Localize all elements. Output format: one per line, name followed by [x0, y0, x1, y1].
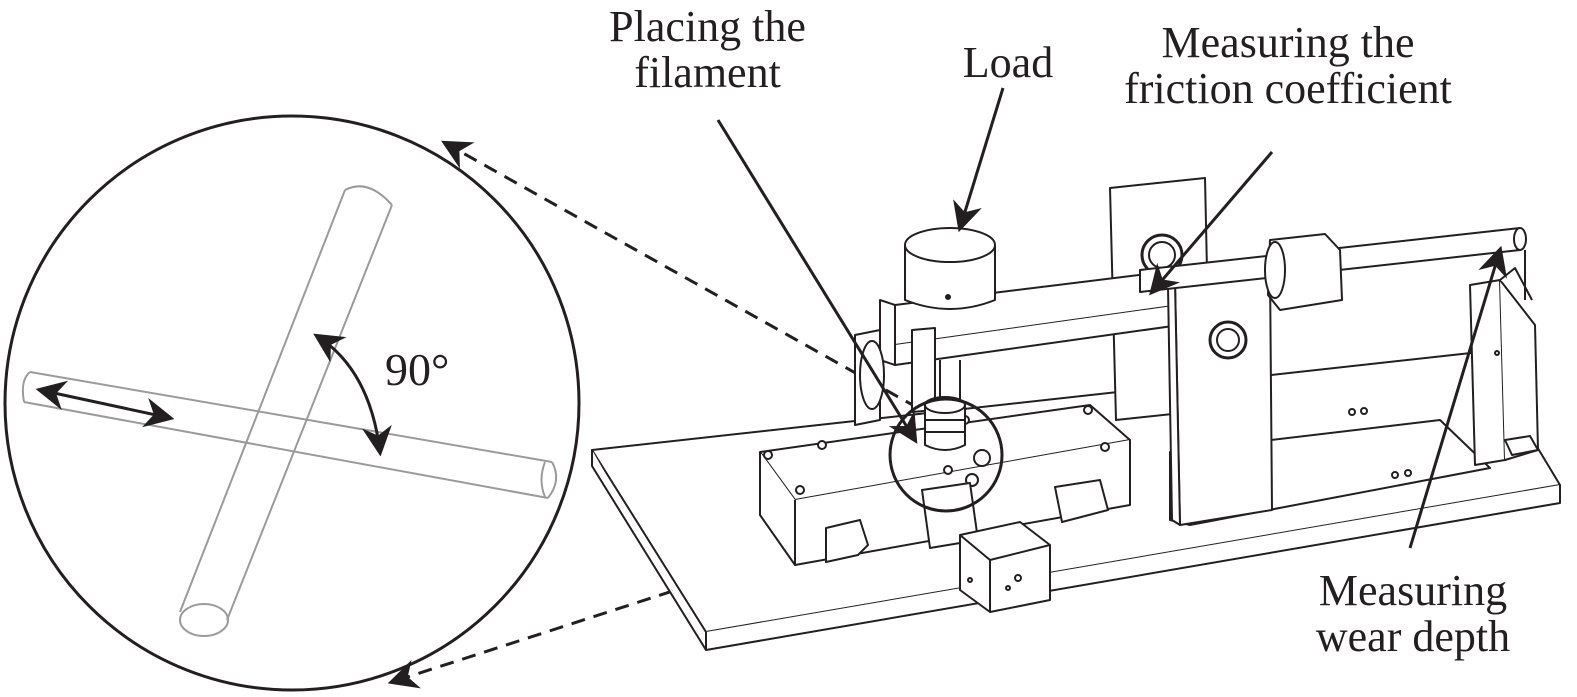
placing-filament-arrow — [716, 119, 918, 444]
load-arrow — [953, 87, 1005, 233]
slider-block — [959, 521, 1051, 613]
label-load: Load — [948, 40, 1068, 86]
test-rig — [591, 177, 1561, 651]
label-line: friction coefficient — [1124, 64, 1452, 113]
label-line: filament — [634, 48, 781, 97]
clamp-right — [1054, 479, 1109, 523]
label-line: Load — [962, 38, 1054, 87]
reciprocating-motion-arrow — [35, 380, 175, 428]
label-line: Measuring the — [1161, 18, 1415, 67]
label-measuring-friction: Measuring the friction coefficient — [1078, 20, 1498, 112]
contact-zone-circle — [888, 397, 1004, 513]
label-line: Placing the — [609, 2, 806, 51]
load-weight — [904, 245, 996, 310]
friction-arrow — [1149, 151, 1274, 296]
shaft-collar — [1267, 233, 1343, 311]
label-placing-filament: Placing the filament — [580, 4, 835, 96]
fixed-filament — [179, 185, 393, 637]
angle-arc-arrow — [313, 333, 392, 457]
inset-magnified-view — [3, 114, 581, 692]
clamp-left — [825, 519, 869, 563]
label-line: wear depth — [1315, 612, 1511, 661]
bearing-plate — [1174, 269, 1273, 526]
inset-circle — [3, 114, 581, 692]
label-line: Measuring — [1318, 566, 1508, 615]
angle-label-90: 90° — [385, 344, 450, 395]
callout-arrows — [716, 87, 1507, 549]
end-support — [1469, 279, 1506, 466]
label-measuring-wear-depth: Measuring wear depth — [1288, 568, 1538, 660]
wear-depth-arrow — [1408, 245, 1507, 549]
